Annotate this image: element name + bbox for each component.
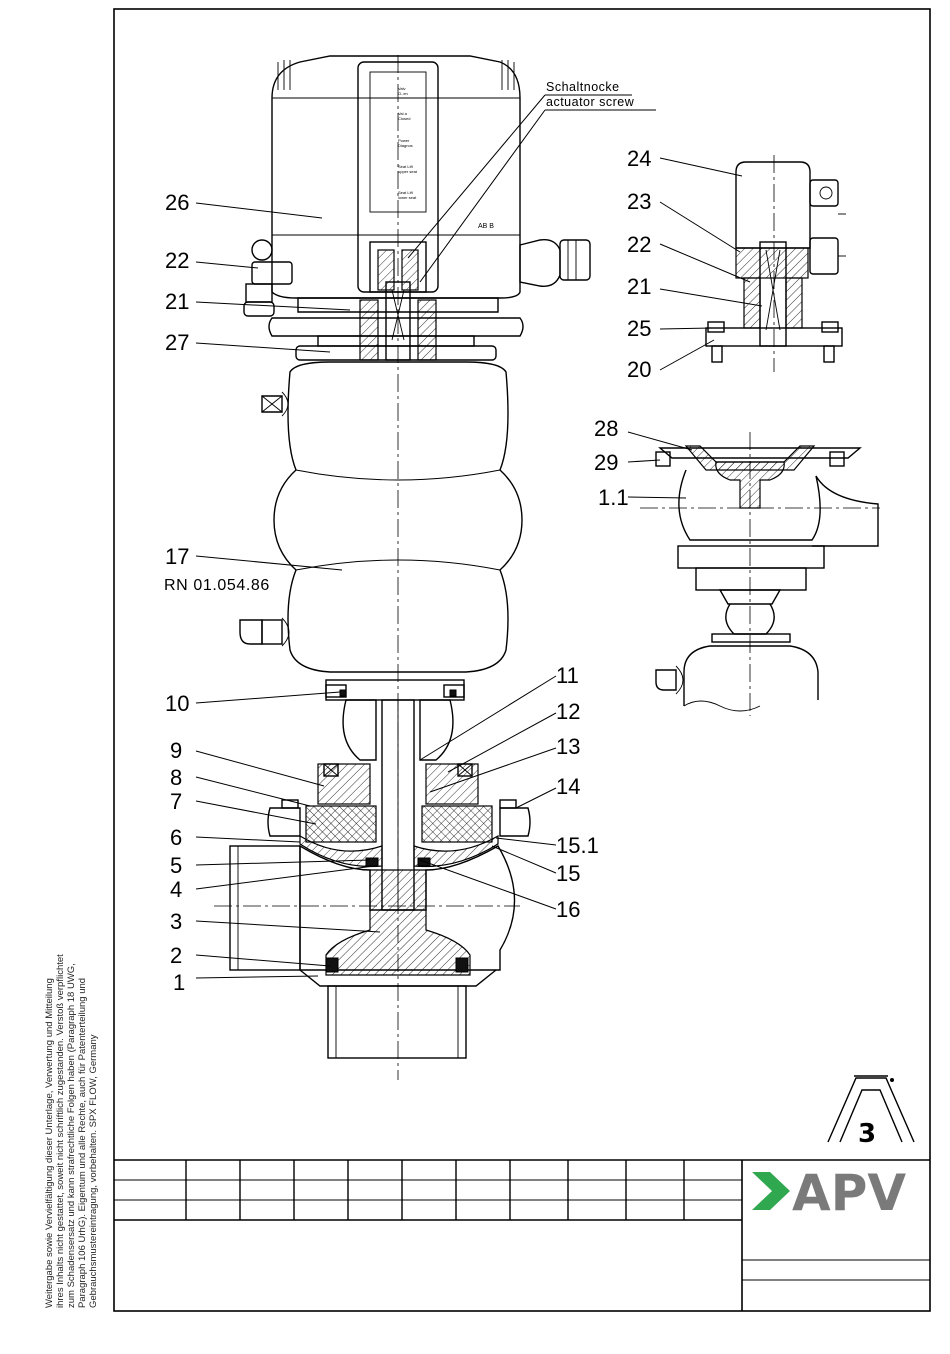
callout-13: 13	[556, 734, 580, 759]
detail-adapter-view: 24 23 22 21 25 20	[627, 146, 846, 382]
detail-valve-view: 28 29 1.1	[594, 416, 880, 716]
callout-15: 15	[556, 861, 580, 886]
callout-23: 23	[627, 189, 651, 214]
three-a-badge: 3	[858, 1119, 876, 1149]
adapter	[268, 281, 524, 361]
callout-27: 27	[165, 330, 189, 355]
callout-1-1: 1.1	[598, 485, 629, 510]
callout-22b: 22	[627, 232, 651, 257]
apv-chevron-icon	[752, 1172, 790, 1210]
callout-26: 26	[165, 190, 189, 215]
callout-17: 17	[165, 544, 189, 569]
callout-12: 12	[556, 699, 580, 724]
callout-11: 11	[556, 663, 579, 688]
callout-28: 28	[594, 416, 618, 441]
main-valve-view: Valv O..en Val a Closed Power Diagnos Se…	[164, 55, 656, 1080]
head-label-5a: Seat Lift	[398, 190, 414, 195]
rn-number: RN 01.054.86	[164, 577, 270, 594]
callout-29: 29	[594, 450, 618, 475]
head-label-1b: O..en	[398, 91, 408, 96]
legal-line-1: Weitergabe sowie Vervielfältigung dieser…	[44, 978, 55, 1308]
callout-2: 2	[170, 943, 182, 968]
callout-4: 4	[170, 877, 182, 902]
apv-logo-text: APV	[792, 1164, 906, 1222]
head-label-4a: Seat Lift	[398, 164, 414, 169]
callout-1: 1	[173, 970, 185, 995]
legal-line-3: zum Schadensersatz und kann strafrechtli…	[66, 963, 77, 1308]
head-label-3b: Diagnos	[398, 143, 413, 148]
callout-14: 14	[556, 774, 580, 799]
callout-20: 20	[627, 357, 651, 382]
legal-line-5: Gebrauchsmustereintragung, vorbehalten. …	[88, 1034, 99, 1308]
note-actuator-screw: actuator screw	[546, 95, 635, 109]
leader-lines	[195, 94, 656, 979]
head-label-2b: Closed	[398, 116, 410, 121]
callout-3: 3	[170, 909, 182, 934]
callout-10: 10	[165, 691, 189, 716]
callout-24: 24	[627, 146, 651, 171]
valve-housing	[214, 844, 520, 1059]
callout-15-1: 15.1	[556, 833, 599, 858]
legal-notice: Weitergabe sowie Vervielfältigung dieser…	[44, 954, 99, 1308]
callout-16: 16	[556, 897, 580, 922]
drawing-frame	[113, 8, 931, 1312]
actuator-body	[239, 361, 523, 701]
legal-line-2: ihres Inhalts nicht gestattet, soweit ni…	[55, 954, 66, 1308]
head-label-5b: lower seat	[398, 195, 417, 200]
callout-9: 9	[170, 738, 182, 763]
callout-6: 6	[170, 825, 182, 850]
note-schaltnocke: Schaltnocke	[546, 80, 620, 94]
title-block: APV	[114, 1159, 930, 1311]
control-head: Valv O..en Val a Closed Power Diagnos Se…	[243, 55, 591, 317]
callout-21b: 21	[627, 274, 651, 299]
head-label-2a: Val a	[398, 111, 408, 116]
callout-25: 25	[627, 316, 651, 341]
callout-22: 22	[165, 248, 189, 273]
head-label-3a: Power	[398, 138, 410, 143]
head-brand: AB B	[478, 223, 494, 230]
callout-8: 8	[170, 765, 182, 790]
callout-21: 21	[165, 289, 189, 314]
head-label-4b: upper seat	[398, 169, 418, 174]
bonnet	[267, 763, 531, 868]
three-a-logo: 3	[827, 1075, 915, 1149]
callout-7: 7	[170, 789, 182, 814]
head-label-1a: Valv	[398, 86, 405, 91]
legal-line-4: Paragraph 106 UrhG). Eigentum und alle R…	[77, 978, 88, 1308]
callout-5: 5	[170, 853, 182, 878]
